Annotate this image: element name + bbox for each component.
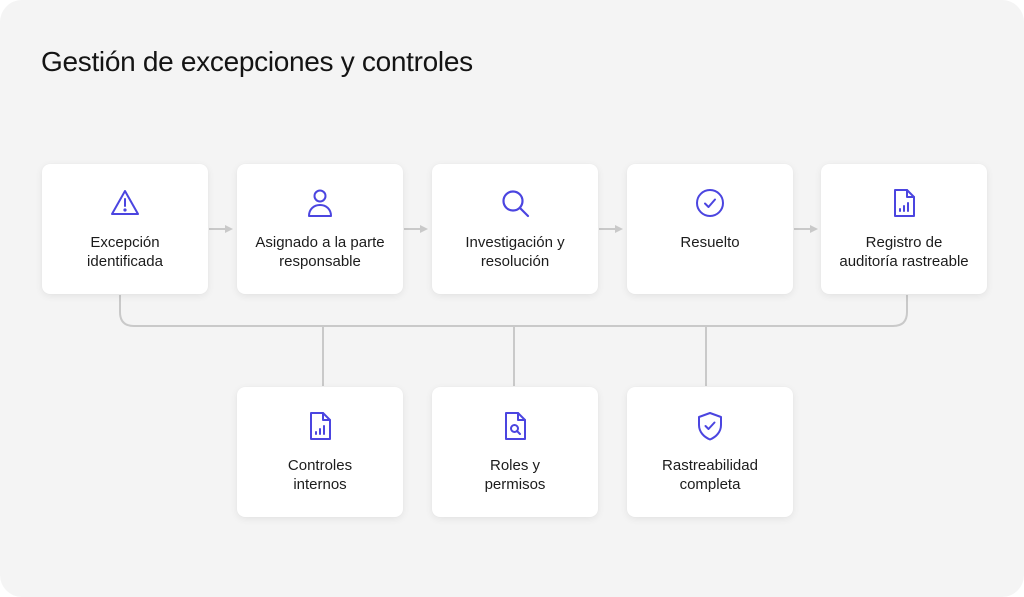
- flow-step-label: Resuelto: [680, 234, 740, 251]
- shield-check-icon: [694, 410, 726, 442]
- user-icon: [304, 187, 336, 219]
- arrow-head: [225, 225, 233, 233]
- arrow-head: [420, 225, 428, 233]
- report-icon: [304, 410, 336, 442]
- bracket-line: [119, 295, 908, 327]
- arrow-head: [810, 225, 818, 233]
- report-icon: [888, 187, 920, 219]
- flow-step-resolved: Resuelto: [627, 164, 793, 294]
- warning-icon: [109, 187, 141, 219]
- page-title: Gestión de excepciones y controles: [41, 46, 473, 77]
- arrow-head: [615, 225, 623, 233]
- document-search-icon: [499, 410, 531, 442]
- check-circle-icon: [694, 187, 726, 219]
- search-icon: [499, 187, 531, 219]
